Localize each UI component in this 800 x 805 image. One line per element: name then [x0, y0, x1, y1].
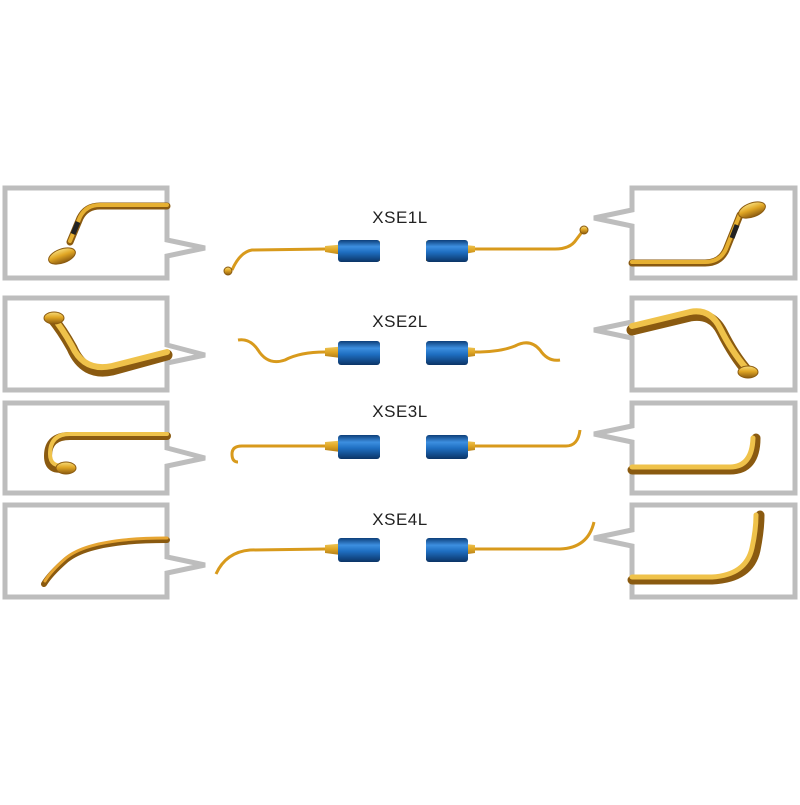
product-code-label: XSE2L [372, 312, 428, 331]
detail-callout-left [2, 185, 206, 281]
instrument-xse3l [230, 429, 582, 464]
row-xse3l [2, 400, 798, 496]
detail-callout-right [593, 400, 798, 496]
detail-callout-right [593, 502, 798, 600]
detail-callout-right [593, 185, 798, 281]
product-code-label: XSE4L [372, 510, 428, 529]
instrument-xse1l [223, 225, 589, 276]
instrument-xse2l [237, 338, 561, 365]
row-xse1l [2, 185, 798, 281]
product-code-label: XSE3L [372, 402, 428, 421]
detail-callout-left [2, 502, 206, 600]
row-xse2l [2, 295, 798, 393]
instrument-xse4l [214, 521, 596, 575]
detail-callout-right [593, 295, 798, 393]
detail-callout-left [2, 295, 206, 393]
detail-callout-left [2, 400, 206, 496]
row-xse4l [2, 502, 798, 600]
product-code-label: XSE1L [372, 208, 428, 227]
